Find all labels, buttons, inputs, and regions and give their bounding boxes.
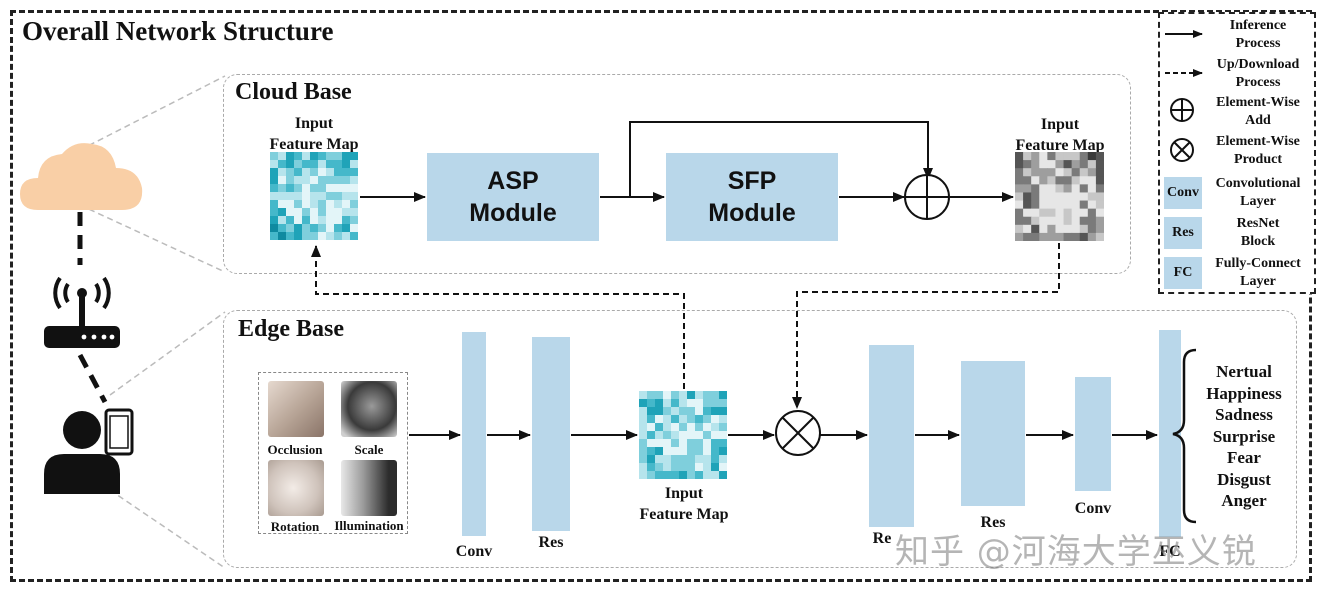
edge-res-label-3: Res — [980, 514, 1006, 531]
occlusion-label: Occlusion — [267, 442, 323, 457]
scale-face-image — [341, 381, 397, 437]
asp-module: ASP Module — [427, 153, 599, 241]
edge-conv-label-1: Conv — [455, 543, 493, 560]
emotion-item: Anger — [1221, 491, 1267, 510]
legend-symbols — [1165, 30, 1203, 162]
cloud-input-label: Input Feature Map — [269, 115, 359, 153]
sfp-module: SFP Module — [666, 153, 838, 241]
legend-conv-desc: Convolutional Layer — [1215, 176, 1301, 209]
edge-base-title: Edge Base — [238, 316, 345, 342]
element-wise-add-icon — [904, 174, 950, 220]
cloud-output-label: Input Feature Map — [1015, 116, 1105, 154]
edge-input-feature-map — [639, 391, 727, 479]
edge-feature-label: Input Feature Map — [639, 485, 729, 523]
outer-frame — [10, 10, 1312, 582]
edge-fc-layer — [1159, 330, 1181, 537]
emotion-item: Happiness — [1206, 383, 1282, 403]
occlusion-face-image — [268, 381, 324, 437]
edge-conv-label-2: Conv — [1074, 500, 1112, 517]
legend-inference-label: Inference Process — [1229, 18, 1287, 51]
cloud-base-region — [223, 74, 1131, 274]
edge-conv-layer-2 — [1075, 377, 1111, 491]
input-image-panel — [258, 372, 408, 534]
watermark: 知乎 @河海大学巫义锐 — [895, 532, 1257, 572]
edge-base-region — [223, 310, 1297, 568]
wifi-router-icon — [44, 276, 120, 348]
cloud-input-feature-map — [270, 152, 358, 240]
rotation-label: Rotation — [270, 519, 320, 534]
edge-res-block-2 — [869, 345, 914, 527]
rotation-face-image — [268, 460, 324, 516]
legend-fc-tag: FC — [1164, 257, 1202, 289]
emotion-list: Nertual Happiness Sadness Surprise Fear … — [1198, 361, 1290, 512]
legend-fc-desc: Fully-Connect Layer — [1215, 256, 1301, 289]
legend-conv-tag: Conv — [1164, 177, 1202, 209]
emotion-item: Sadness — [1215, 405, 1273, 424]
legend-res-tag: Res — [1164, 217, 1202, 249]
emotion-item: Disgust — [1217, 469, 1271, 489]
diagram-title: Overall Network Structure — [22, 16, 334, 46]
add-symbol-icon — [1170, 98, 1194, 122]
edge-res-block-3 — [961, 361, 1025, 506]
user-phone-icon — [44, 408, 134, 494]
edge-res-label-1: Res — [538, 534, 564, 551]
edge-res-block-1 — [532, 337, 570, 531]
product-symbol-icon — [1170, 138, 1194, 162]
emotion-item: Nertual — [1216, 362, 1272, 381]
cloud-output-feature-map — [1015, 152, 1104, 241]
legend-add-label: Element-Wise Add — [1216, 95, 1300, 128]
legend-product-label: Element-Wise Product — [1216, 134, 1300, 167]
illumination-label: Illumination — [334, 518, 404, 533]
legend-updown-label: Up/Download Process — [1216, 57, 1300, 90]
edge-res-label-2: Re — [872, 530, 892, 547]
cloud-base-title: Cloud Base — [235, 79, 352, 105]
cloud-icon — [20, 143, 143, 210]
scale-label: Scale — [354, 442, 384, 457]
emotion-item: Surprise — [1212, 426, 1276, 446]
illumination-face-image — [341, 460, 397, 516]
output-brace-icon — [1172, 348, 1197, 524]
legend-res-desc: ResNet Block — [1236, 216, 1280, 249]
emotion-item: Fear — [1227, 448, 1261, 467]
element-wise-product-icon — [775, 410, 821, 456]
edge-conv-layer-1 — [462, 332, 486, 536]
edge-fc-label: FC — [1159, 543, 1181, 560]
